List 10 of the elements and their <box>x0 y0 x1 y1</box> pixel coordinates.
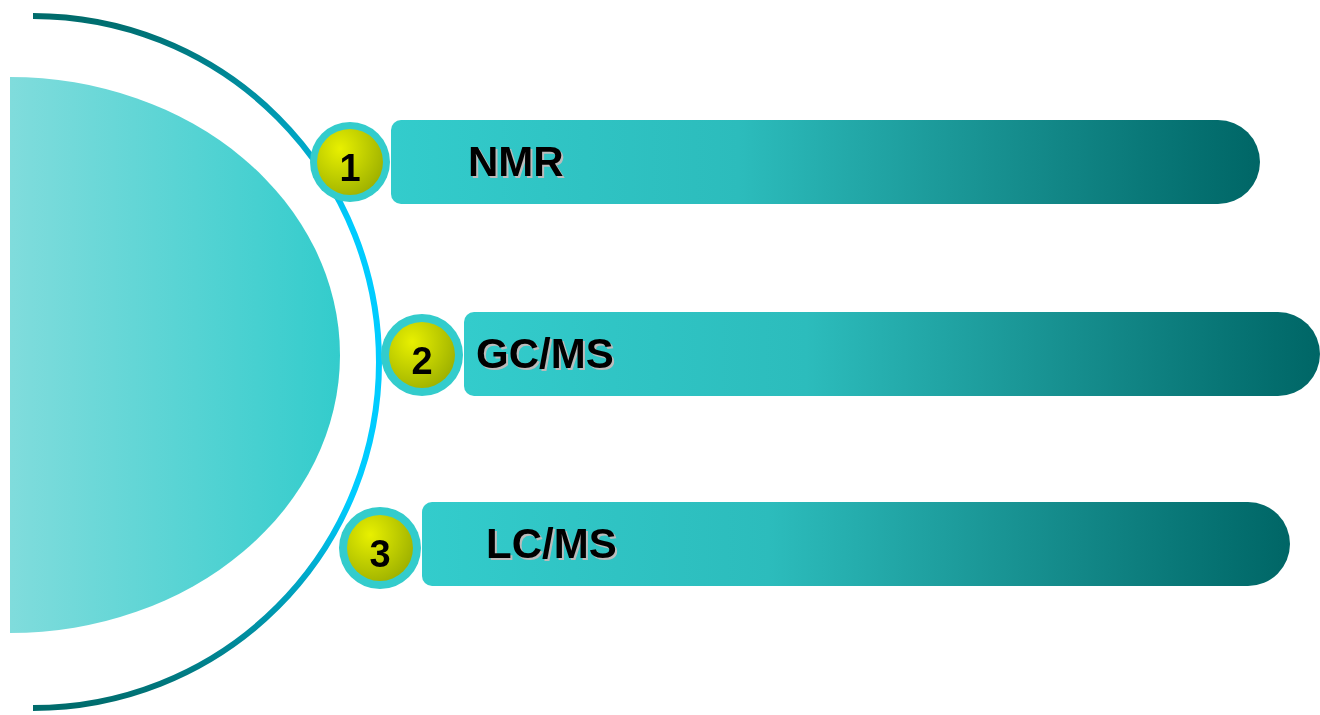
badge-number: 2 <box>411 342 433 380</box>
label-bar <box>391 120 1260 204</box>
badge-number: 3 <box>369 535 391 573</box>
badge-number: 1 <box>339 149 361 187</box>
bar-label: LC/MS <box>486 523 617 565</box>
label-bar <box>422 502 1290 586</box>
bar-label: GC/MS <box>476 333 614 375</box>
label-bar <box>464 312 1320 396</box>
number-badge <box>339 507 421 589</box>
bar-label: NMR <box>468 141 564 183</box>
